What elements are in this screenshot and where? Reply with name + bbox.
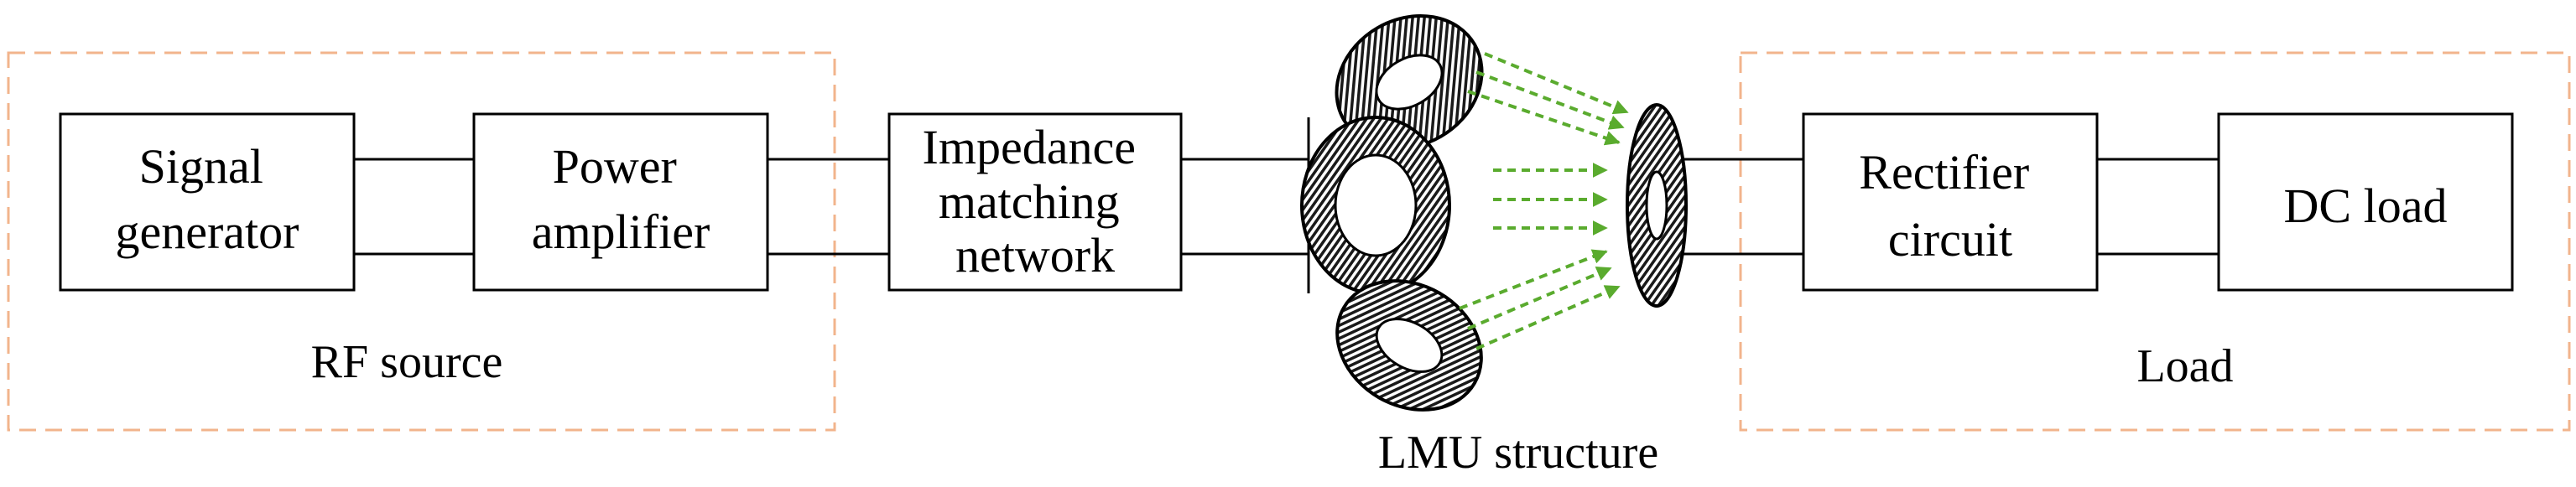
impedance-matching-box bbox=[887, 112, 1183, 292]
field-arrows bbox=[1459, 52, 1629, 350]
field-arrow bbox=[1484, 52, 1629, 115]
field-arrow bbox=[1459, 249, 1608, 310]
field-arrow bbox=[1467, 90, 1621, 146]
dc-load-line1: DC load bbox=[2284, 179, 2448, 233]
lmu-structure-label: LMU structure bbox=[1378, 427, 1658, 479]
impedance-matching-line1: Impedance bbox=[923, 120, 1136, 174]
signal-generator-line2: generator bbox=[116, 205, 299, 259]
lmu-coil-bottom-icon bbox=[1335, 279, 1483, 412]
dc-load-label: DC load bbox=[2284, 179, 2448, 233]
dc-load-box bbox=[2217, 112, 2514, 292]
impedance-matching-line2: matching bbox=[939, 174, 1120, 229]
field-arrow bbox=[1475, 285, 1621, 350]
rectifier-circuit-line2: circuit bbox=[1888, 212, 2012, 267]
rectifier-circuit-line1: Rectifier bbox=[1859, 145, 2029, 199]
power-amplifier-line1: Power bbox=[553, 139, 677, 194]
load-label: Load bbox=[2136, 340, 2233, 392]
lmu-coil-top-icon bbox=[1335, 13, 1484, 151]
field-arrow bbox=[1467, 267, 1612, 330]
field-arrow bbox=[1475, 70, 1625, 130]
power-amplifier-line2: amplifier bbox=[532, 205, 710, 259]
load-group bbox=[1739, 51, 2571, 432]
impedance-matching-label: Impedance matching network bbox=[923, 120, 1148, 282]
signal-generator-box bbox=[59, 112, 356, 292]
impedance-matching-line3: network bbox=[955, 228, 1115, 282]
power-amplifier-box bbox=[472, 112, 769, 292]
rf-source-label: RF source bbox=[311, 336, 503, 388]
power-amplifier-label: Power amplifier bbox=[532, 139, 710, 259]
receiver-coil-icon bbox=[1626, 103, 1688, 308]
signal-generator-line1: Signal bbox=[139, 139, 263, 194]
signal-generator-label: Signal generator bbox=[116, 139, 299, 259]
rf-source-group bbox=[7, 51, 836, 432]
rectifier-circuit-box bbox=[1802, 112, 2099, 292]
rectifier-circuit-label: Rectifier circuit bbox=[1859, 145, 2041, 267]
lmu-coil-middle-icon bbox=[1300, 116, 1451, 295]
